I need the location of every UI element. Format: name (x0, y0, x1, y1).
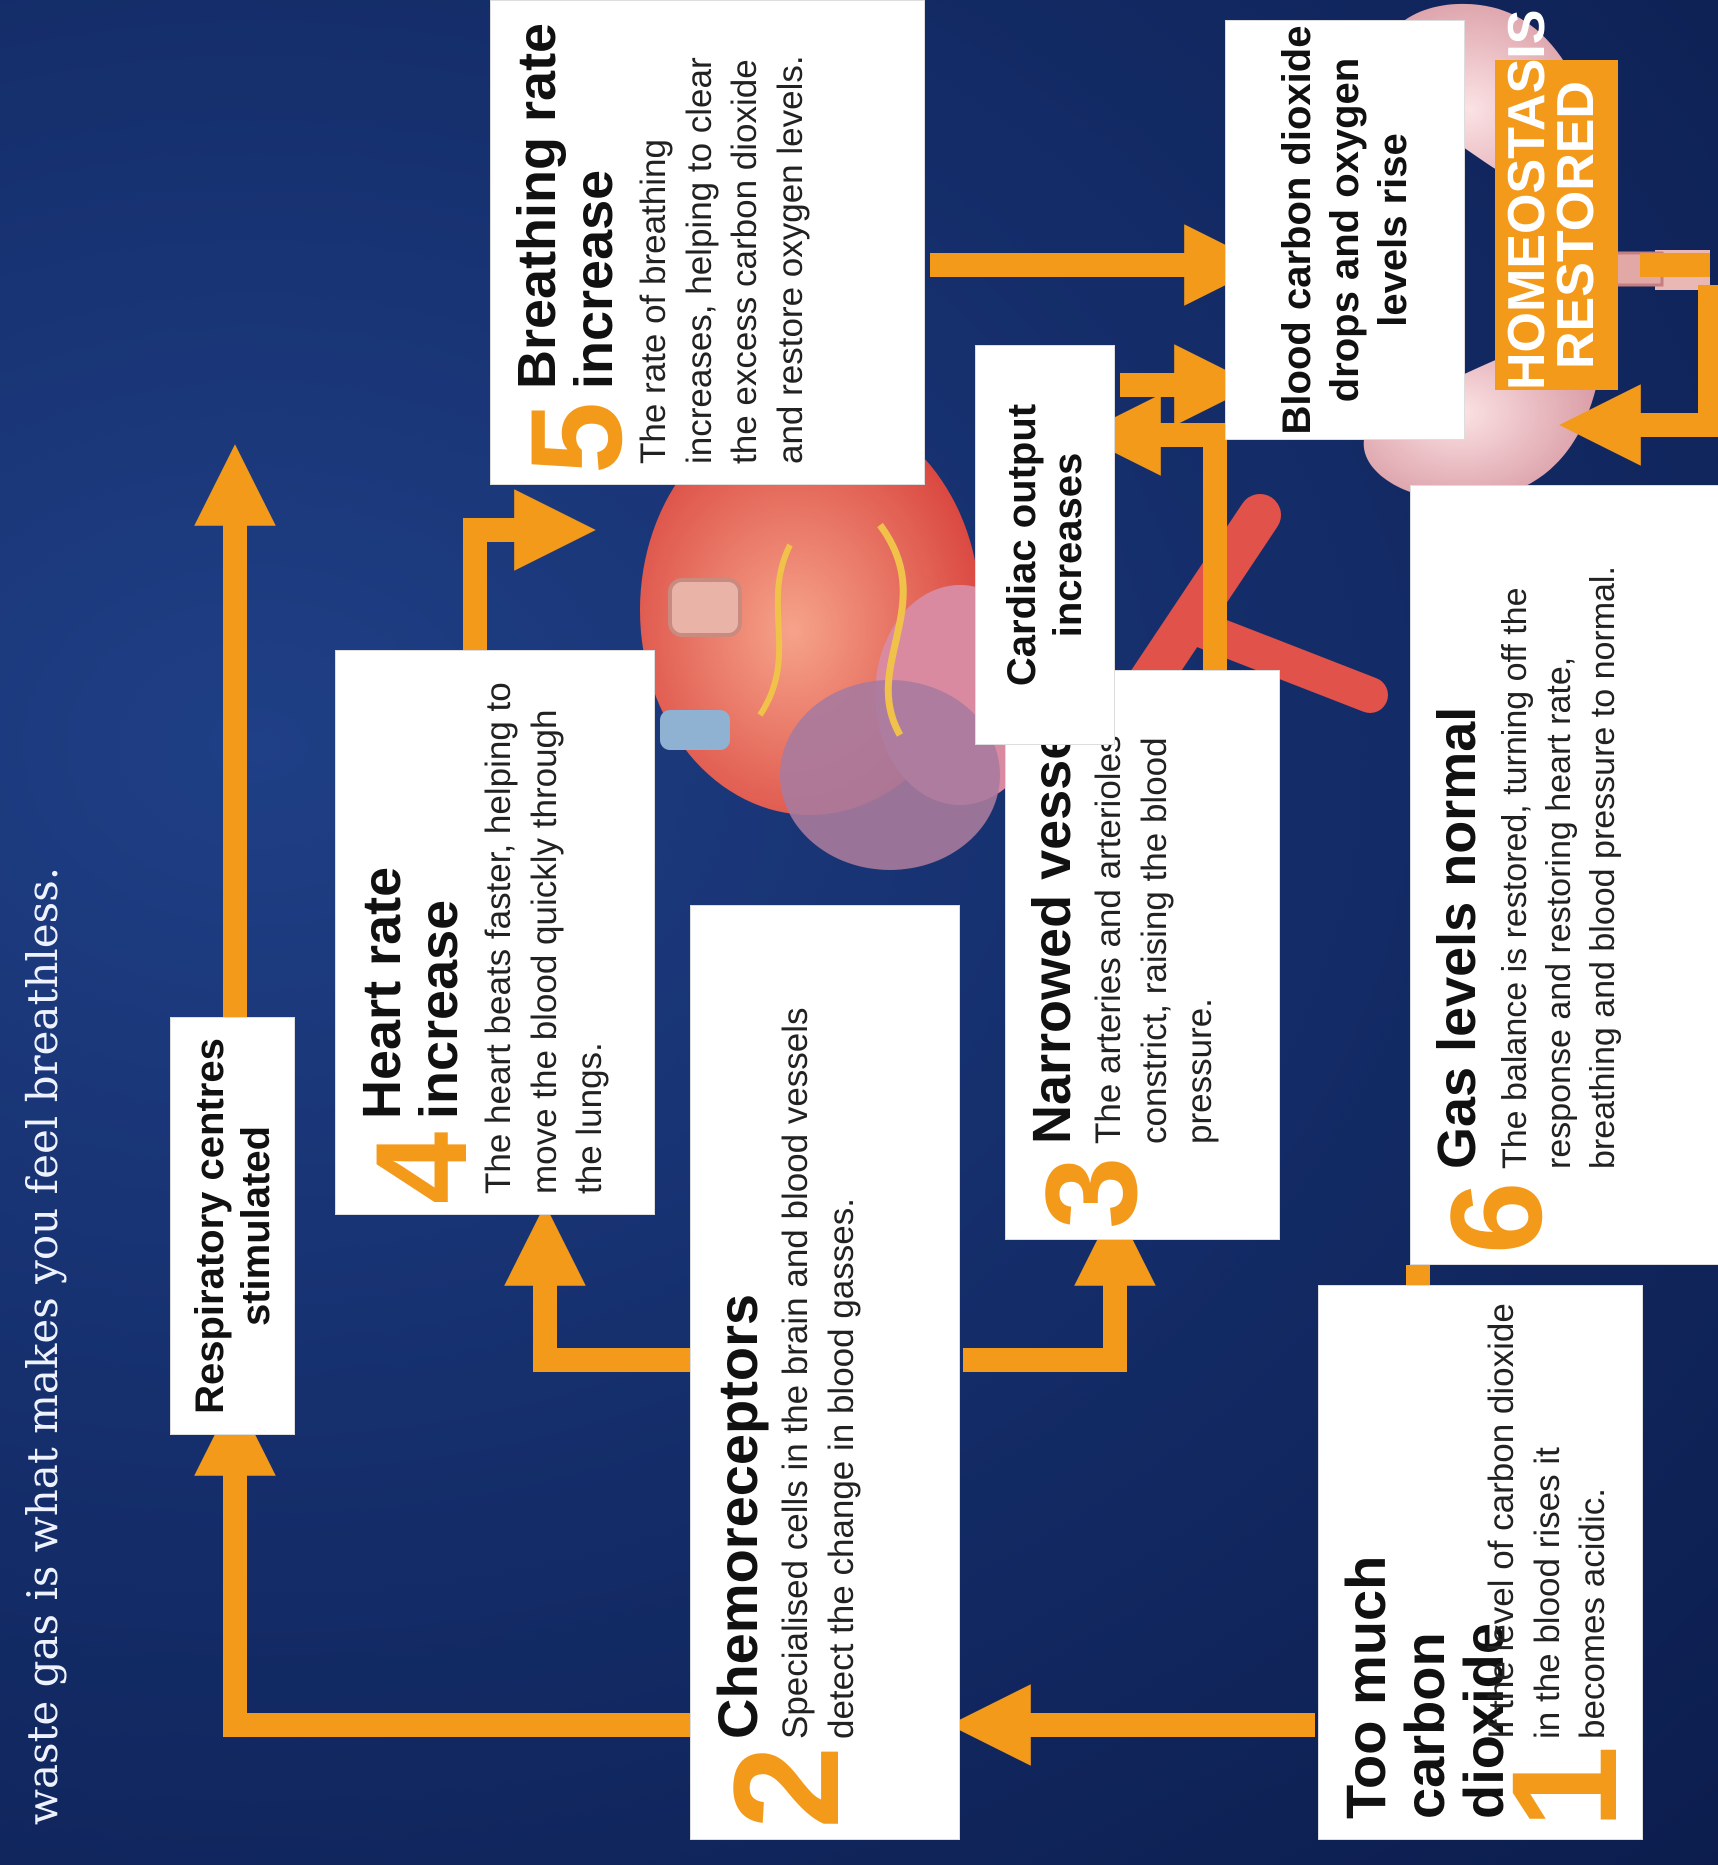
step-3-number: 3 (1026, 1157, 1156, 1229)
step-6-number: 6 (1431, 1182, 1561, 1254)
step-6-text: The balance is restored, turning off the… (1493, 509, 1626, 1169)
homeostasis-restored-badge: HOMEOSTASIS RESTORED (1495, 60, 1618, 390)
arrow-2-to-vessels (963, 1245, 1115, 1360)
step-3-title: Narrowed vessels (1024, 684, 1081, 1144)
step-6-title: Gas levels normal (1429, 509, 1486, 1169)
step-2-text: Specialised cells in the brain and blood… (773, 939, 864, 1739)
step-4-text: The heart beats faster, helping to move … (476, 674, 613, 1194)
step-5-box: 5 Breathing rate increase The rate of br… (490, 0, 925, 485)
step-6-box: 6 Gas levels normal The balance is resto… (1410, 485, 1718, 1265)
step-2-title: Chemoreceptors (709, 919, 768, 1739)
step-3-box: 3 Narrowed vessels The arteries and arte… (1005, 670, 1280, 1240)
step-4-number: 4 (356, 1132, 486, 1204)
respiratory-centres-box: Respiratory centres stimulated (170, 1017, 295, 1435)
step-1-text: If the level of carbon dioxide in the bl… (1479, 1299, 1616, 1739)
blood-gas-box: Blood carbon dioxide drops and oxygen le… (1225, 20, 1465, 440)
blood-label: Blood carbon dioxide drops and oxygen le… (1273, 21, 1417, 439)
step-1-box: 1 Too much carbon dioxide If the level o… (1318, 1285, 1643, 1840)
respiratory-label: Respiratory centres stimulated (187, 1018, 279, 1434)
step-3-text: The arteries and arterioles constrict, r… (1086, 684, 1223, 1144)
step-4-box: 4 Heart rate increase The heart beats fa… (335, 650, 655, 1215)
step-2-box: 2 Chemoreceptors Specialised cells in th… (690, 905, 960, 1840)
arrow-2-to-respiratory (235, 1435, 690, 1725)
step-4-title: Heart rate increase (354, 699, 467, 1119)
cardiac-output-box: Cardiac output increases (975, 345, 1115, 745)
step-5-title: Breathing rate increase (509, 19, 622, 389)
arrow-2-to-heart (545, 1245, 690, 1360)
step-5-number: 5 (511, 402, 641, 474)
cardiac-label: Cardiac output increases (999, 346, 1091, 744)
step-5-text: The rate of breathing increases, helping… (631, 14, 813, 464)
step-2-number: 2 (711, 1746, 861, 1829)
